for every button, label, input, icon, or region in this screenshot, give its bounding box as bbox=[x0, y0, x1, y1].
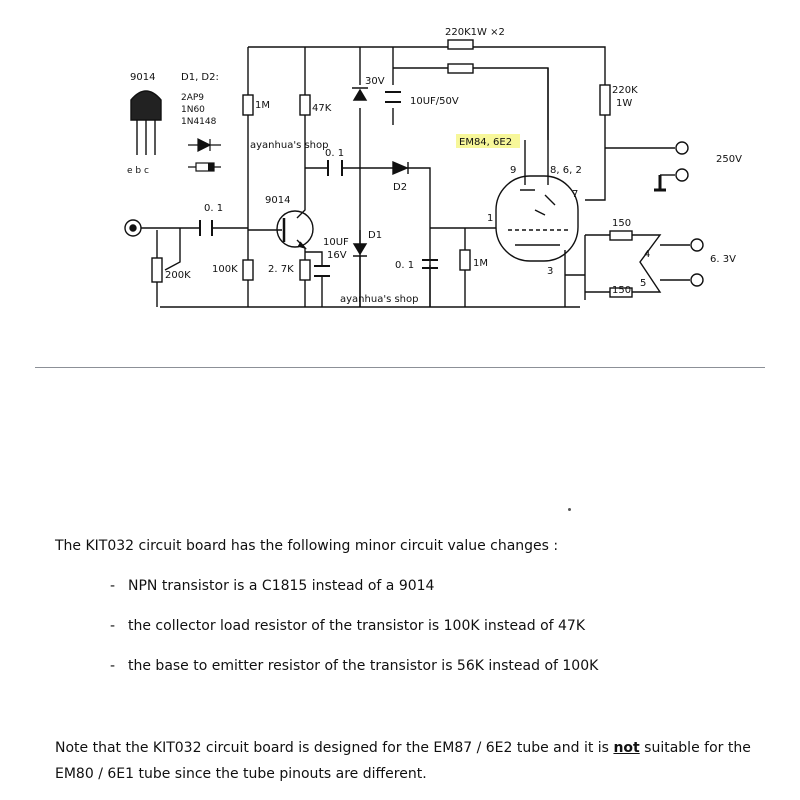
label-150-a: 150 bbox=[612, 218, 631, 229]
label-150-b: 150 bbox=[612, 285, 631, 296]
compatibility-note: Note that the KIT032 circuit board is de… bbox=[55, 740, 751, 782]
terminal-heater-b bbox=[690, 273, 704, 287]
label-pin5: 5 bbox=[640, 278, 646, 289]
wires bbox=[140, 46, 690, 308]
watermark-bottom: ayanhua's shop bbox=[340, 294, 418, 305]
resistor-150-b bbox=[609, 287, 633, 298]
capacitor-emitter bbox=[314, 265, 330, 277]
transistor-q1 bbox=[276, 210, 314, 250]
resistor-220k-1w bbox=[599, 84, 611, 116]
terminal-heater-a bbox=[690, 238, 704, 252]
label-100k: 100K bbox=[212, 264, 238, 275]
label-input-cap: 0. 1 bbox=[204, 203, 223, 214]
legend-transistor-title: 9014 bbox=[130, 72, 155, 83]
label-pin4: 4 bbox=[644, 249, 650, 260]
terminal-250v-pos bbox=[675, 141, 689, 155]
emphasis-not: not bbox=[613, 740, 640, 756]
capacitor-filter bbox=[422, 259, 438, 269]
label-d2: D2 bbox=[393, 182, 407, 193]
label-zener: 30V bbox=[365, 76, 385, 87]
label-pin3: 3 bbox=[547, 266, 553, 277]
resistor-1m-bottom bbox=[459, 249, 471, 271]
tube-name-highlight bbox=[456, 134, 520, 148]
label-emitter-cap-voltage: 16V bbox=[327, 250, 347, 261]
watermark-top: ayanhua's shop bbox=[250, 140, 328, 151]
label-1m-top: 1M bbox=[255, 100, 270, 111]
label-r-top: 220K1W ×2 bbox=[445, 27, 505, 38]
diode-d2 bbox=[392, 160, 409, 176]
label-220k-watt: 1W bbox=[616, 98, 632, 109]
label-cap-top: 10UF/50V bbox=[410, 96, 459, 107]
tube-em84 bbox=[495, 175, 579, 262]
notes-intro: The KIT032 circuit board has the followi… bbox=[55, 538, 559, 554]
resistor-1m-top bbox=[242, 94, 254, 116]
resistor-100k bbox=[242, 259, 254, 281]
label-pins-8-6-2: 8, 6, 2 bbox=[550, 165, 582, 176]
circuit-schematic: ayanhua's shop ayanhua's shop bbox=[124, 27, 742, 308]
label-coupling-cap: 0. 1 bbox=[325, 148, 344, 159]
resistor-47k bbox=[299, 94, 311, 116]
label-filter-cap: 0. 1 bbox=[395, 260, 414, 271]
ground-symbol bbox=[654, 175, 666, 192]
resistor-220k-a bbox=[447, 39, 474, 50]
resistor-2-7k bbox=[299, 259, 311, 281]
legend-diode-type-1: 2AP9 bbox=[181, 93, 204, 103]
capacitor-coupling bbox=[327, 160, 343, 176]
potentiometer-200k bbox=[151, 257, 163, 283]
label-1m-bottom: 1M bbox=[473, 258, 488, 269]
terminal-250v-neg bbox=[675, 168, 689, 182]
legend-diode-title: D1, D2: bbox=[181, 72, 219, 83]
capacitor-input bbox=[199, 220, 213, 236]
component-legend bbox=[130, 90, 221, 172]
resistor-220k-b bbox=[447, 63, 474, 74]
notes-item: -the collector load resistor of the tran… bbox=[110, 618, 586, 634]
label-250v: 250V bbox=[716, 154, 742, 165]
label-47k: 47K bbox=[312, 103, 332, 114]
label-q1: 9014 bbox=[265, 195, 290, 206]
label-pot: 200K bbox=[165, 270, 191, 281]
label-pin1: 1 bbox=[487, 213, 493, 224]
legend-diode-type-2: 1N60 bbox=[181, 105, 205, 115]
label-tube-name: EM84, 6E2 bbox=[459, 137, 512, 148]
zener-diode bbox=[352, 87, 368, 101]
label-pin9: 9 bbox=[510, 165, 516, 176]
label-2-7k: 2. 7K bbox=[268, 264, 294, 275]
resistor-150-a bbox=[609, 230, 633, 241]
label-220k: 220K bbox=[612, 85, 638, 96]
label-6-3v: 6. 3V bbox=[710, 254, 736, 265]
notes-item: -the base to emitter resistor of the tra… bbox=[110, 658, 599, 674]
legend-diode-type-3: 1N4148 bbox=[181, 117, 217, 127]
label-d1: D1 bbox=[368, 230, 382, 241]
kit-notes: The KIT032 circuit board has the followi… bbox=[55, 538, 775, 674]
notes-item: -NPN transistor is a C1815 instead of a … bbox=[110, 578, 435, 594]
label-pin7: 7 bbox=[572, 189, 578, 200]
capacitor-10uf-50v bbox=[385, 91, 401, 103]
section-divider bbox=[35, 367, 765, 368]
label-emitter-cap: 10UF bbox=[323, 237, 349, 248]
speck bbox=[568, 508, 571, 511]
legend-pin-labels: e b c bbox=[127, 166, 149, 176]
diode-d1 bbox=[352, 243, 368, 257]
